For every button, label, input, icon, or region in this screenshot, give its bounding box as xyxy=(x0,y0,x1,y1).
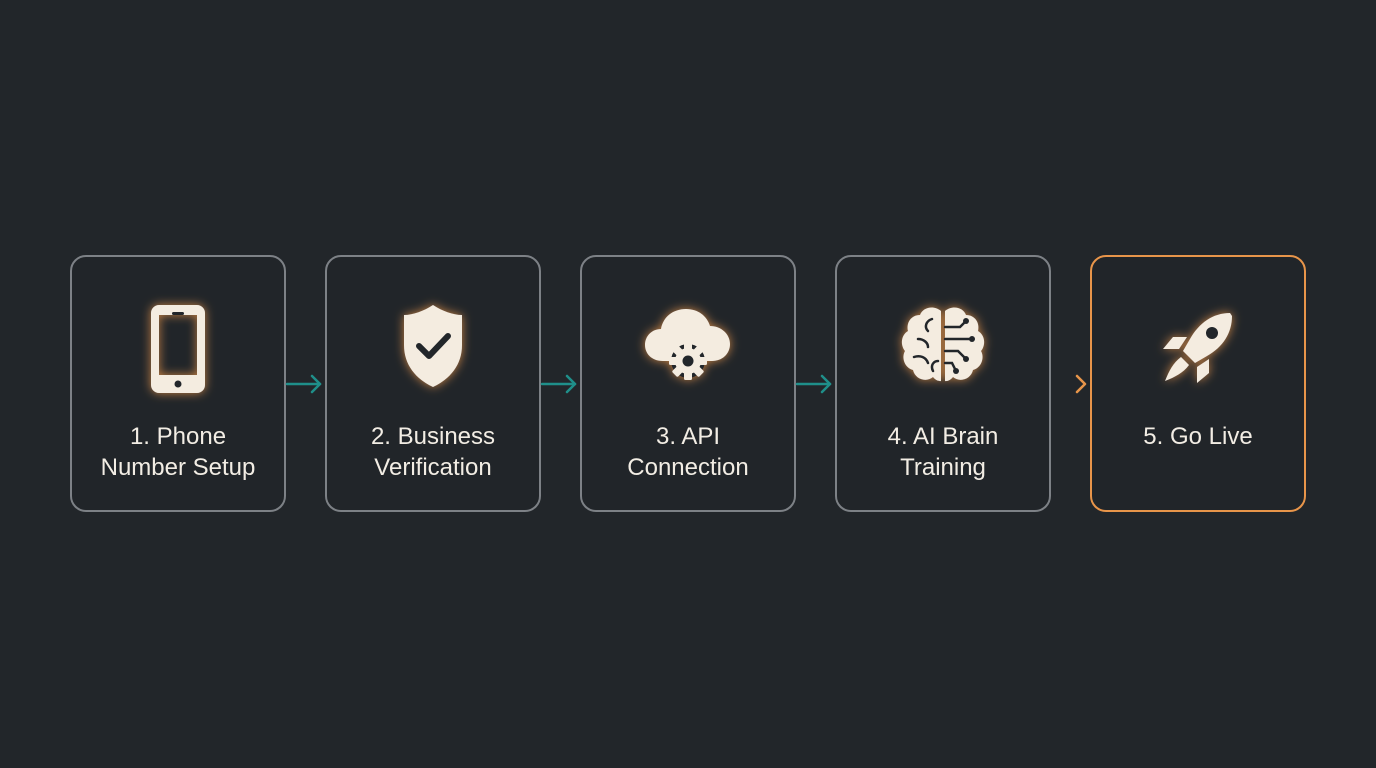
step-phone-number-setup: 1. Phone Number Setup xyxy=(70,255,286,512)
step-label: 3. API Connection xyxy=(582,421,794,483)
cloud-gear-icon xyxy=(633,291,743,401)
step-label: 4. AI Brain Training xyxy=(837,421,1049,483)
step-label-line: 3. API xyxy=(655,423,721,450)
arrow-right-icon xyxy=(285,371,325,397)
arrow-right-icon xyxy=(1050,371,1090,397)
step-label: 5. Go Live xyxy=(1092,421,1304,452)
step-label-line: Connection xyxy=(627,454,749,481)
step-label-line: Number Setup xyxy=(100,454,256,481)
step-business-verification: 2. Business Verification xyxy=(325,255,541,512)
step-label-line: 4. AI Brain xyxy=(887,423,999,450)
smartphone-icon xyxy=(123,291,233,401)
step-label-line: Verification xyxy=(374,454,492,481)
step-api-connection: 3. API Connection xyxy=(580,255,796,512)
step-label: 1. Phone Number Setup xyxy=(72,421,284,483)
arrow-right-icon xyxy=(540,371,580,397)
step-label: 2. Business Verification xyxy=(327,421,539,483)
shield-check-icon xyxy=(378,291,488,401)
brain-circuit-icon xyxy=(888,291,998,401)
step-label-line: Training xyxy=(900,454,986,481)
step-label-line: 1. Phone xyxy=(129,423,227,450)
step-label-line: 2. Business xyxy=(370,423,496,450)
arrow-right-icon xyxy=(795,371,835,397)
step-ai-brain-training: 4. AI Brain Training xyxy=(835,255,1051,512)
step-label-line: 5. Go Live xyxy=(1143,423,1253,450)
step-go-live: 5. Go Live xyxy=(1090,255,1306,512)
rocket-icon xyxy=(1143,291,1253,401)
